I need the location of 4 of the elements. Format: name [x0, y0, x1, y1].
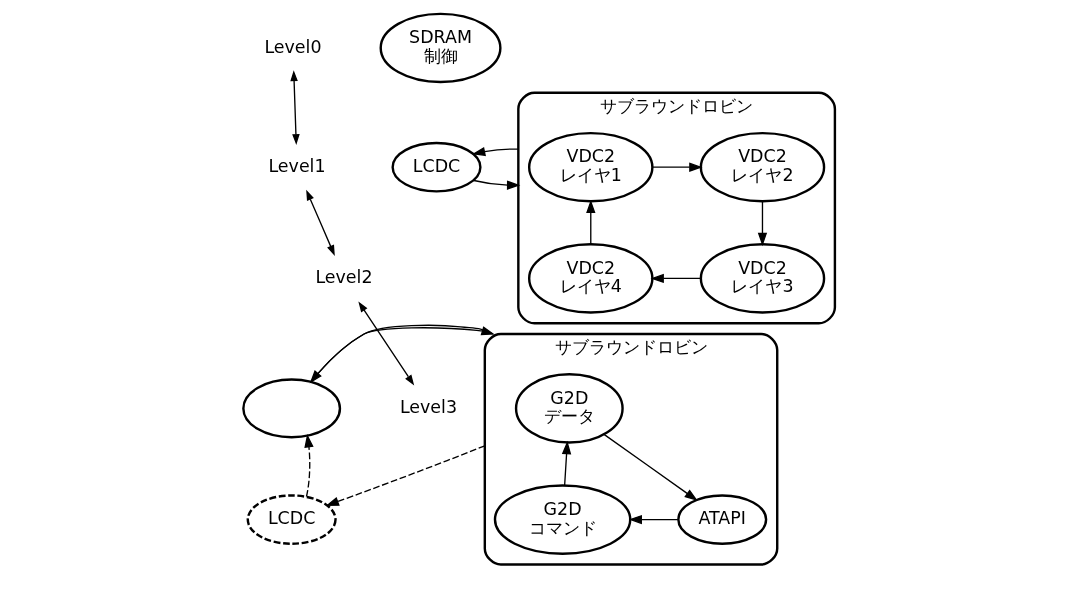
label: Level0	[263, 36, 322, 57]
label: Level3	[399, 396, 457, 417]
label: Level2	[314, 266, 373, 287]
label: Level1	[267, 155, 326, 176]
